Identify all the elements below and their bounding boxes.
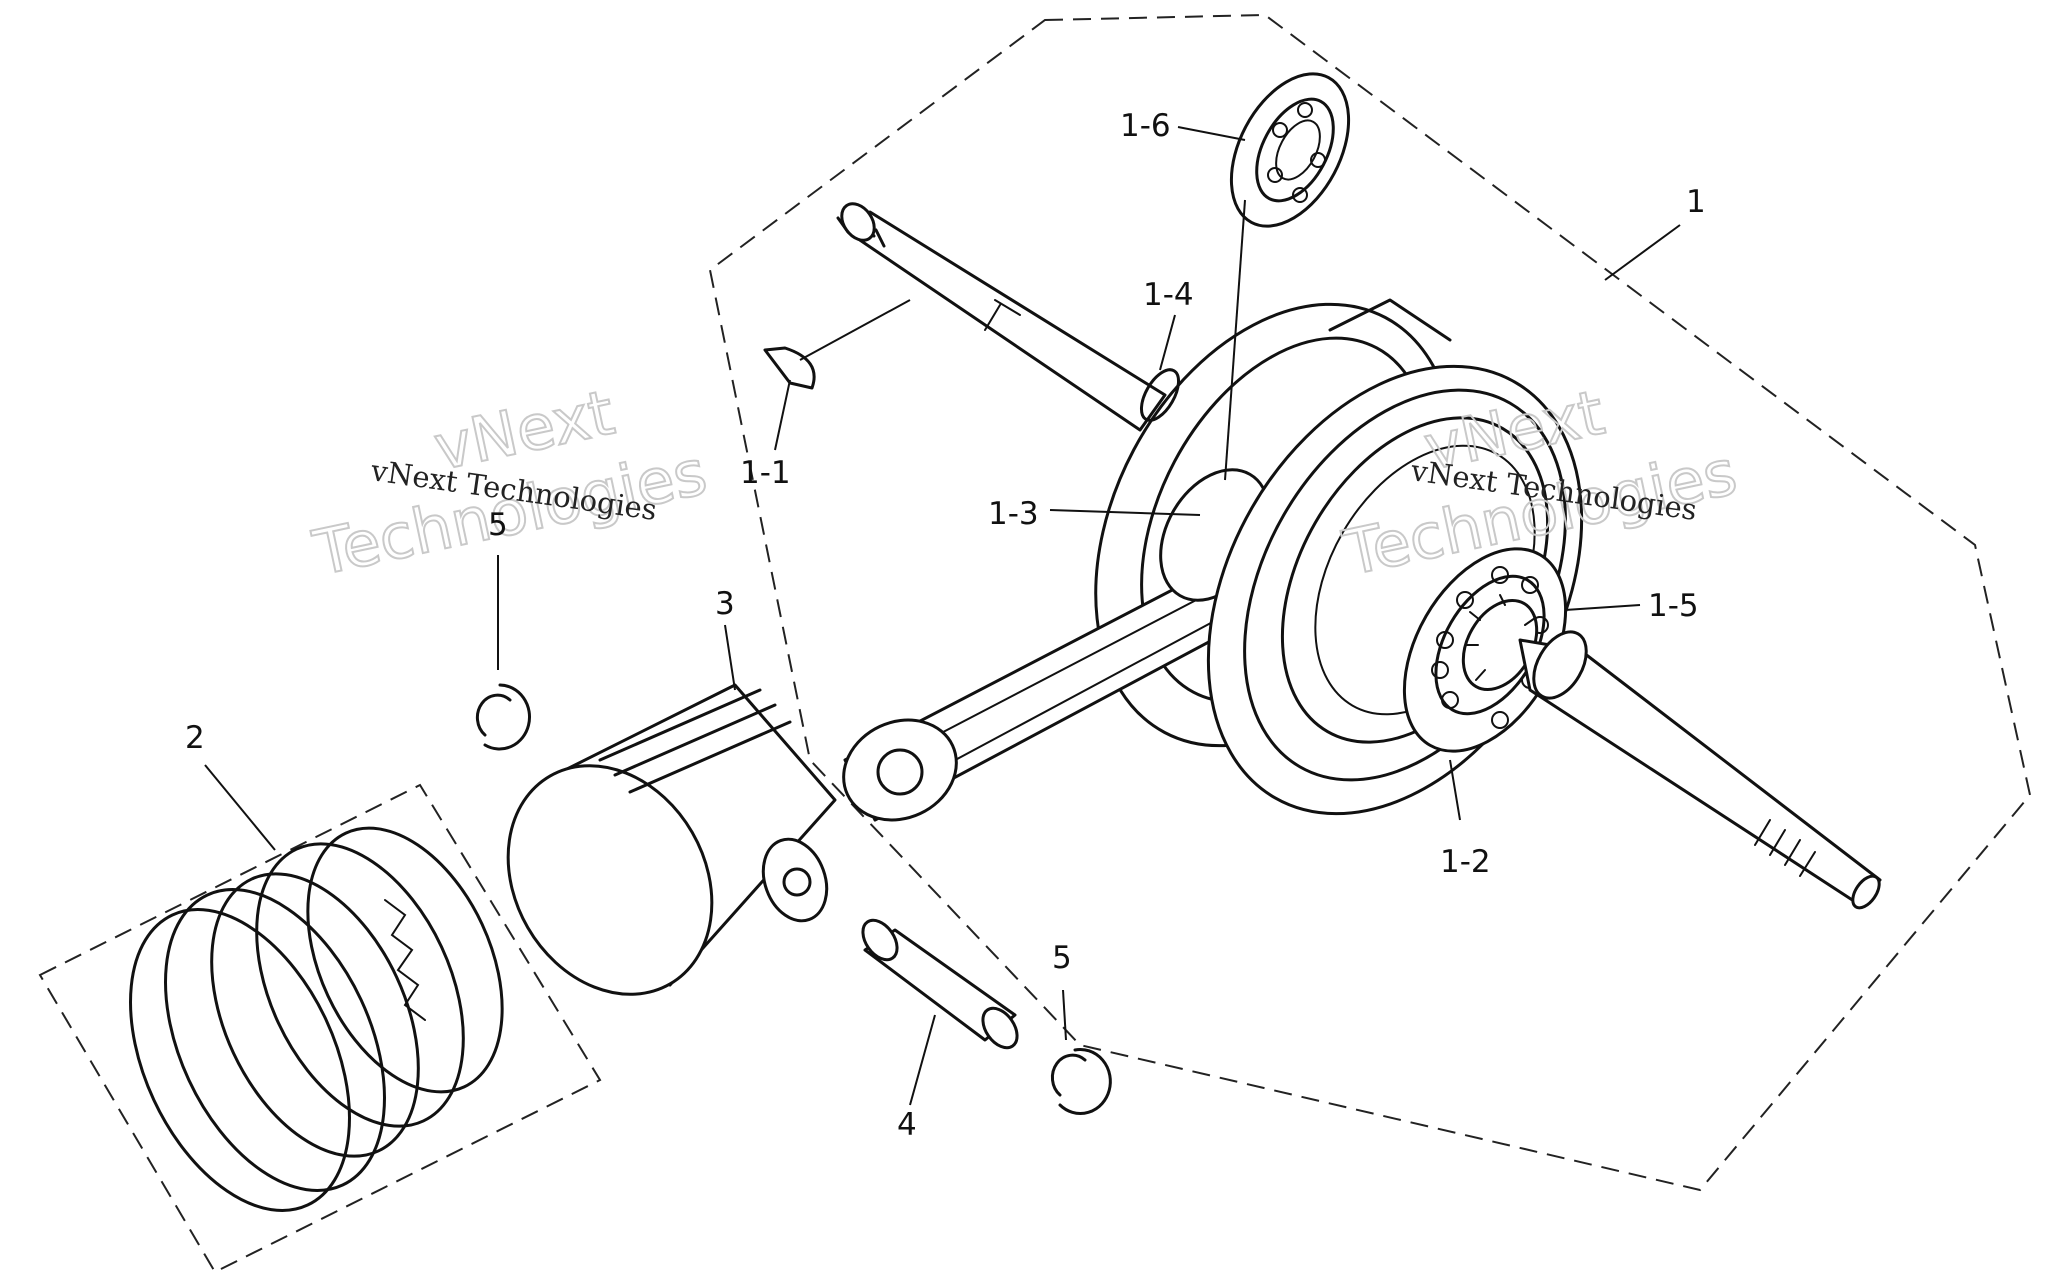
piston-pin-4 <box>861 918 1019 1050</box>
crankshaft-left-shaft <box>836 202 1167 432</box>
leader-lines <box>204 126 1681 1106</box>
label-3: 3 <box>715 586 735 622</box>
bearing-1-6 <box>1229 72 1351 228</box>
assembly-1-boundary <box>708 13 2032 1192</box>
piston-rings-2 <box>129 826 504 1212</box>
piston-3 <box>506 683 837 996</box>
ring-set-boundary <box>38 783 602 1274</box>
label-1: 1 <box>1686 184 1706 220</box>
label-4: 4 <box>897 1107 917 1143</box>
watermark-left: vNext Technologies vNext Technologies <box>306 375 714 591</box>
label-5-right: 5 <box>1052 940 1072 976</box>
label-1-6: 1-6 <box>1120 108 1171 144</box>
label-1-4: 1-4 <box>1143 277 1194 313</box>
label-1-2: 1-2 <box>1440 844 1491 880</box>
label-5-left: 5 <box>488 507 508 543</box>
circlip-right <box>1050 1048 1112 1115</box>
crankshaft-right-shaft <box>1518 630 1882 910</box>
label-1-3: 1-3 <box>988 496 1039 532</box>
circlip-left <box>475 683 531 751</box>
label-2: 2 <box>185 720 205 756</box>
washer-1-4 <box>1139 368 1181 422</box>
label-1-1: 1-1 <box>740 455 791 491</box>
label-1-5: 1-5 <box>1648 588 1699 624</box>
